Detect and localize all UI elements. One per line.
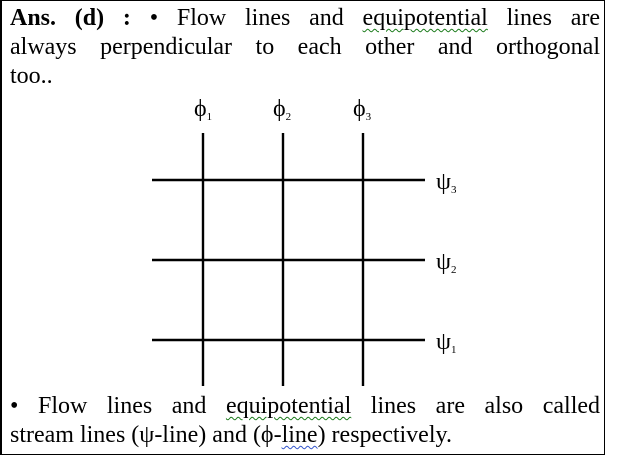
phi-label-2: ϕ2	[273, 96, 291, 123]
psi-label-1: ψ1	[436, 329, 457, 356]
phi-label-3: ϕ3	[353, 96, 372, 123]
note-wavy-word: equipotential	[225, 393, 352, 419]
answer-line-2: always perpendicular to each other and o…	[10, 34, 600, 60]
psi-label-2: ψ2	[436, 249, 457, 276]
phi-label-1: ϕ1	[194, 96, 212, 123]
bullet-icon: •	[10, 393, 19, 419]
note-paragraph: • Flow lines and equipotential lines are…	[10, 392, 600, 450]
answer-label: Ans. (d) :	[10, 5, 131, 31]
answer-line-3: too..	[10, 63, 53, 89]
bullet-icon: •	[149, 5, 159, 31]
answer-text-1b: lines are	[487, 5, 601, 31]
answer-wavy-word: equipotential	[362, 5, 488, 31]
note-line-1: • Flow lines and equipotential lines are…	[10, 392, 600, 421]
psi-label-3: ψ3	[436, 169, 457, 196]
note-text-1a: Flow lines and	[37, 393, 226, 419]
note-text-2b: ) respectively.	[317, 422, 452, 448]
note-text-1b: lines are also called	[351, 393, 601, 419]
note-wavy-line-word: line	[281, 422, 318, 448]
flow-net-diagram: ϕ1 ϕ2 ϕ3 ψ3 ψ2 ψ1	[152, 96, 457, 386]
answer-card: Ans. (d) : • Flow lines and equipotentia…	[0, 0, 605, 455]
note-line-2: stream lines (ψ-line) and (ϕ-line) respe…	[10, 421, 600, 450]
answer-text-1a: Flow lines and	[176, 5, 363, 31]
answer-line-1: Ans. (d) : • Flow lines and equipotentia…	[10, 4, 600, 33]
note-text-2a: stream lines (ψ-line) and (ϕ-	[10, 422, 282, 448]
answer-paragraph: Ans. (d) : • Flow lines and equipotentia…	[10, 4, 600, 91]
